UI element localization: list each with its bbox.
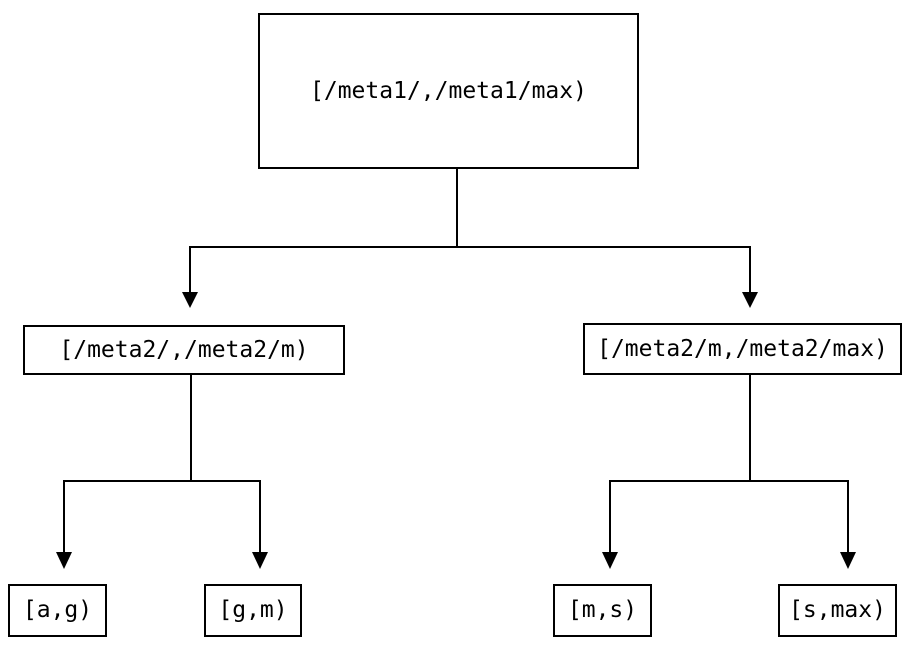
right-branch-lines [609, 375, 849, 553]
tree-node-leaf-smax: [s,max) [778, 584, 897, 637]
left-branch-lines [63, 375, 261, 553]
arrowhead-icon [252, 552, 268, 569]
arrowhead-icon [742, 292, 758, 308]
tree-node-leaf-ag: [a,g) [8, 584, 107, 637]
arrowhead-icon [56, 552, 72, 569]
tree-node-leaf-ms: [m,s) [553, 584, 652, 637]
tree-node-meta2-left: [/meta2/,/meta2/m) [23, 325, 345, 375]
tree-node-leaf-gm: [g,m) [204, 584, 302, 637]
tree-node-root: [/meta1/,/meta1/max) [258, 13, 639, 169]
arrowhead-icon [602, 552, 618, 569]
tree-node-meta2-right: [/meta2/m,/meta2/max) [583, 323, 902, 375]
arrowhead-icon [182, 292, 198, 308]
arrowhead-icon [840, 552, 856, 569]
root-branch-lines [189, 169, 751, 293]
